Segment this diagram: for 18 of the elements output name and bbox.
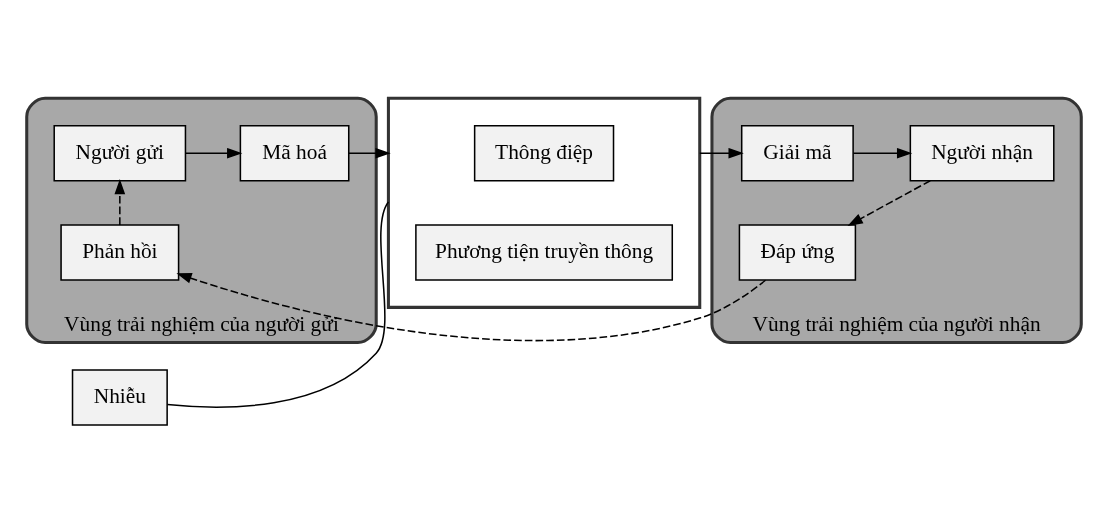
arrow bbox=[114, 178, 126, 226]
node-box: Giải mã bbox=[740, 125, 854, 182]
arrow bbox=[348, 147, 391, 159]
arrow bbox=[847, 179, 931, 226]
node-box: Phản hồi bbox=[60, 224, 180, 281]
arrow bbox=[698, 147, 744, 159]
cluster bbox=[386, 96, 702, 309]
node-box: Thông điệp bbox=[473, 125, 615, 182]
connector bbox=[166, 201, 390, 408]
node-box: Mã hoá bbox=[239, 125, 350, 182]
node-box: Đáp ứng bbox=[738, 224, 857, 281]
node-box: Người gửi bbox=[53, 125, 187, 182]
node-box: Người nhận bbox=[909, 125, 1055, 182]
arrow bbox=[185, 147, 243, 159]
node-box: Phương tiện truyền thông bbox=[415, 224, 674, 281]
arrow bbox=[852, 147, 913, 159]
arrow bbox=[176, 273, 767, 342]
node-box: Nhiễu bbox=[71, 369, 168, 426]
